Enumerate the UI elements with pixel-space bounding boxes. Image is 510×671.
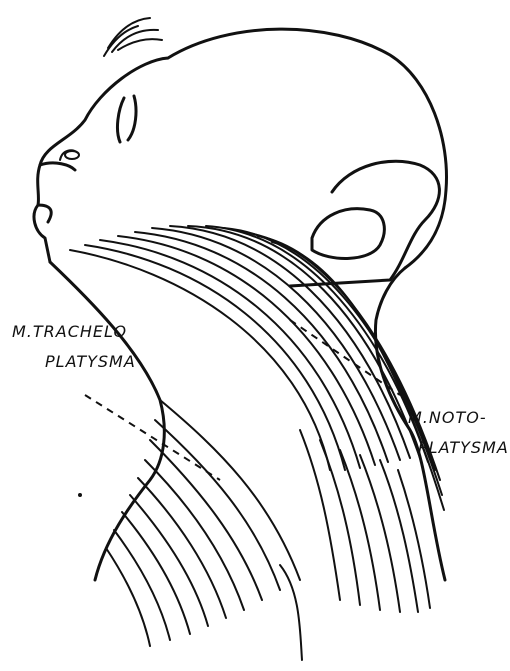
hair-tuft	[104, 18, 162, 56]
label-noto-line2: PLATYSMA	[418, 438, 509, 457]
face-features	[38, 150, 79, 222]
eye	[117, 96, 136, 142]
throat-outline	[50, 262, 164, 580]
label-noto-line1: M.NOTO-	[408, 408, 487, 427]
label-trachelo-line1: M.TRACHELO	[12, 322, 127, 341]
stray-dot	[78, 493, 82, 497]
label-trachelo-line2: PLATYSMA	[45, 352, 136, 371]
